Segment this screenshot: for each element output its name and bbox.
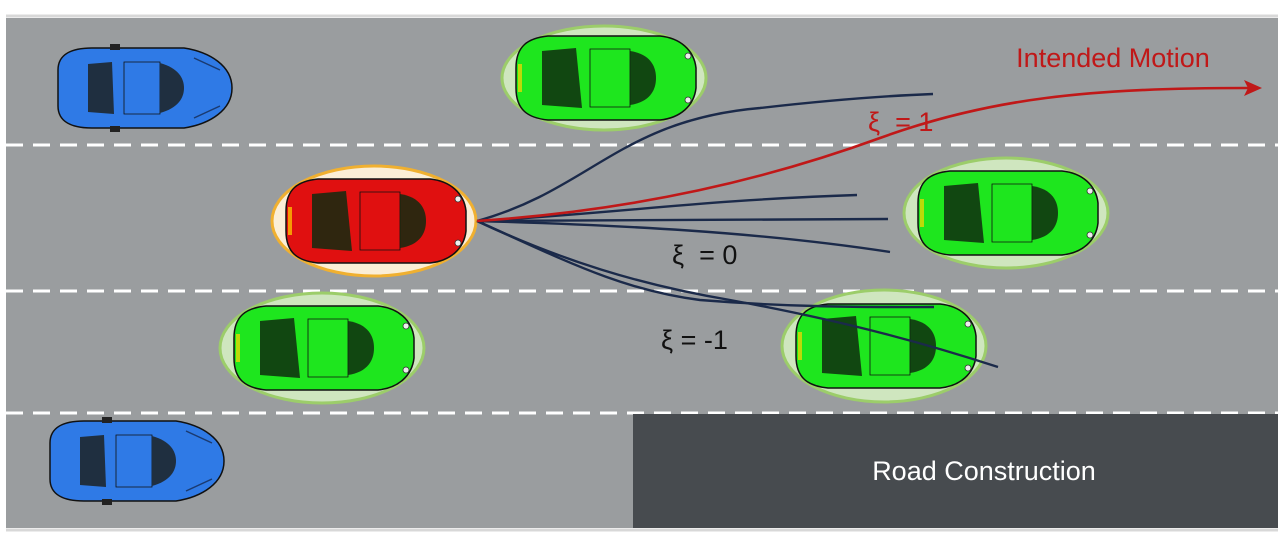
candidate-trajectory <box>476 217 889 223</box>
candidate-trajectory <box>476 219 891 254</box>
blue-sports-car-icon <box>57 43 233 133</box>
road-construction-label: Road Construction <box>872 456 1096 486</box>
green-car-icon <box>500 24 708 132</box>
xi-positive-label: ξ = 1 <box>868 107 933 137</box>
intended-motion-label: Intended Motion <box>1016 43 1210 73</box>
candidate-trajectory <box>476 92 934 223</box>
green-car-icon <box>902 156 1110 270</box>
arrow-head-icon <box>1244 80 1262 96</box>
xi-negative-label: ξ = -1 <box>661 325 728 355</box>
green-car-icon <box>780 288 988 404</box>
road-construction-zone: Road Construction <box>633 414 1278 528</box>
xi-zero-label: ξ = 0 <box>672 240 737 270</box>
candidate-trajectory <box>476 219 999 369</box>
blue-sports-car-icon <box>49 416 225 506</box>
green-car-icon <box>218 291 426 405</box>
red-car-icon <box>270 164 478 278</box>
candidate-trajectory <box>476 219 935 309</box>
intended-trajectory <box>476 80 1262 223</box>
